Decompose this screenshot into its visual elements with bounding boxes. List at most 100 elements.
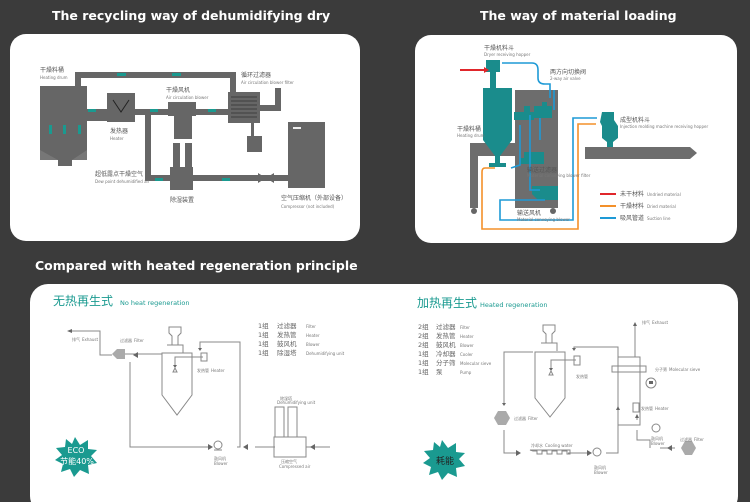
diagram-shape — [550, 359, 576, 368]
heading-compare: Compared with heated regeneration princi… — [35, 258, 358, 273]
heated-list-5-n-label: 1组 — [418, 367, 429, 376]
noheat-title-en-label: No heat regeneration — [120, 299, 190, 307]
loading-legend-1-cn-label: 干燥材料 — [620, 202, 644, 210]
heated-list-2-n-label: 2组 — [418, 340, 429, 349]
heated-sieve-cn-label: 分子筛 — [655, 366, 667, 372]
noheat-list-1-n-label: 1组 — [258, 330, 269, 339]
filter-icon — [112, 349, 125, 359]
recycling-filter-en-label: Air circulation blower filter — [241, 80, 294, 85]
diagram-shape — [502, 62, 551, 98]
diagram-shape — [600, 217, 616, 219]
loading-cblower-cn-label: 输送风机 — [517, 209, 541, 217]
noheat-badge-2-label: 节能40% — [60, 456, 94, 466]
heated-blower-cn-label: 鼓风机 — [594, 464, 606, 470]
blower-icon-2 — [651, 423, 661, 433]
recycling-dew-cn-label: 超低露点干燥空气 — [95, 170, 143, 178]
diagram-shape — [63, 125, 66, 134]
heated-list-0-n-label: 2组 — [418, 322, 429, 331]
heater — [107, 93, 135, 122]
noheat-filter-en-label: Filter — [134, 338, 144, 343]
heated-list-2-cn-label: 鼓风机 — [436, 340, 456, 349]
heated-heater2-en-label: Heater — [655, 406, 669, 411]
recycling-comp-cn-label: 空气压缩机（外部设备） — [281, 194, 347, 202]
noheat-air-cn-label: 压缩空气 — [281, 458, 297, 464]
heated-blower2-en-label: Blower — [651, 441, 665, 446]
diagram-shape — [40, 150, 87, 160]
diagram-shape — [231, 96, 257, 118]
diagram-shape — [208, 109, 216, 112]
loading-imm-en-label: Injection molding machine receiving hopp… — [620, 124, 708, 129]
loading-hopper-en-label: Dryer receiving hopper — [484, 52, 531, 57]
recycling-diagram: 干燥料桶 Heating drum 发热器 Heater 干燥风机 Air ci… — [10, 34, 360, 241]
diagram-shape — [247, 136, 262, 152]
loading-legend-0-cn-label: 未干材料 — [620, 190, 644, 198]
dehumidifier — [170, 167, 193, 190]
diagram-shape — [293, 127, 301, 129]
heated-cooler-en-label: Cooling water — [545, 443, 573, 448]
heated-list-3-n-label: 1组 — [418, 349, 429, 358]
heated-list-4-n-label: 1组 — [418, 358, 429, 367]
loading-cblower-en-label: Material conveying blower — [517, 217, 570, 222]
blower-icon — [592, 447, 602, 457]
loading-cfilter-cn-label: 输送过滤器 — [527, 166, 557, 174]
heated-list-2-en-label: Blower — [460, 343, 474, 348]
diagram-shape — [78, 125, 81, 134]
comparison-panel: 无热再生式 No heat regeneration 1组 过滤器 Filter 1… — [30, 284, 738, 502]
loading-valve-cn-label: 两方向切换阀 — [550, 68, 586, 76]
diagram-shape — [499, 90, 597, 221]
noheat-air-en-label: Compressed air — [279, 464, 311, 469]
heated-list-0-en-label: Filter — [460, 325, 470, 330]
diagram-shape — [155, 178, 163, 181]
machine-hopper — [600, 112, 618, 147]
diagram-shape — [481, 123, 596, 230]
recycling-blower-en-label: Air circulation blower — [166, 95, 209, 100]
diagram-shape — [174, 116, 192, 139]
cooler-icon — [529, 449, 571, 455]
diagram-shape — [49, 125, 52, 134]
noheat-list-1-en-label: Heater — [306, 333, 320, 338]
diagram-shape — [174, 356, 203, 365]
heated-list-1-cn-label: 发热管 — [436, 331, 456, 340]
noheat-exhaust-en-label: Exhaust — [82, 337, 99, 342]
heated-cooler-cn-label: 冷却水 — [531, 442, 543, 448]
diagram-shape — [423, 440, 465, 480]
noheat-tower-en-label: Dehumidifying unit — [277, 400, 316, 405]
diagram-shape — [222, 178, 230, 181]
heated-list-3-cn-label: 冷却器 — [436, 349, 456, 358]
diagram-shape — [173, 365, 177, 368]
diagram-shape — [67, 115, 107, 150]
dehumidifying-tower — [273, 436, 307, 458]
noheat-list-2-cn-label: 鼓风机 — [277, 339, 297, 348]
heated-filter2-en-label: Filter — [694, 437, 704, 442]
heated-badge-label: 耗能 — [436, 455, 454, 467]
heated-list-0-cn-label: 过滤器 — [436, 322, 456, 331]
heated-list-5-en-label: Pump — [460, 370, 472, 375]
diagram-shape — [145, 112, 290, 181]
diagram-shape — [260, 88, 281, 111]
recycling-filter-cn-label: 循环过滤器 — [241, 71, 271, 79]
heated-list-5-cn-label: 泵 — [436, 368, 443, 376]
recycling-dehum-cn-label: 除湿装置 — [170, 196, 194, 204]
noheat-list-2-en-label: Blower — [306, 342, 320, 347]
recycling-heater-en-label: Heater — [110, 136, 124, 141]
compressor — [288, 122, 325, 188]
noheat-tower-cn-label: 除湿塔 — [280, 395, 292, 401]
recycling-drum-en-label: Heating drum — [40, 75, 68, 80]
diagram-shape — [550, 208, 556, 214]
heated-filter-en-label: Filter — [528, 416, 538, 421]
loading-cfilter-en-label: Material conveying blower filter — [527, 173, 591, 178]
loading-legend-2-cn-label: 吸风管道 — [620, 214, 644, 222]
diagram-shape — [161, 326, 193, 416]
diagram-shape — [548, 369, 554, 376]
noheat-list-3-n-label: 1组 — [258, 348, 269, 357]
diagram-shape — [534, 324, 566, 418]
noheat-heater-cn-label: 发热管 — [197, 367, 209, 373]
noheat-title-cn-label: 无热再生式 — [53, 294, 113, 308]
diagram-shape — [484, 67, 489, 73]
heading-loading: The way of material loading — [480, 8, 677, 23]
noheat-list-2-n-label: 1组 — [258, 339, 269, 348]
